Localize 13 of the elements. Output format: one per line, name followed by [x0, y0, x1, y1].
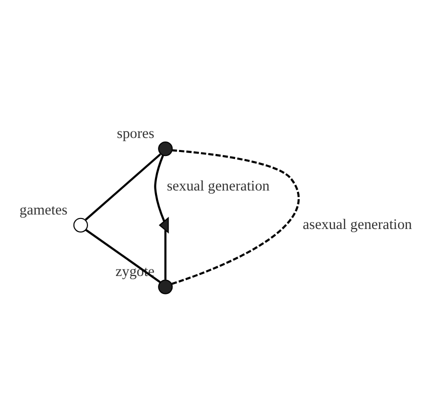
edge-label: sexual generation: [166, 178, 270, 194]
node-label: gametes: [19, 202, 67, 218]
connector: [154, 155, 165, 222]
node-circle: [72, 218, 88, 232]
connector: [171, 149, 299, 285]
connector: [84, 153, 161, 221]
node-picture: [158, 216, 168, 234]
node-circle: [158, 280, 172, 294]
connector: [84, 228, 160, 283]
node-label: spores: [116, 126, 154, 142]
connector: [164, 230, 166, 280]
edge-label: asexual generation: [302, 217, 412, 234]
node-circle: [158, 141, 172, 156]
